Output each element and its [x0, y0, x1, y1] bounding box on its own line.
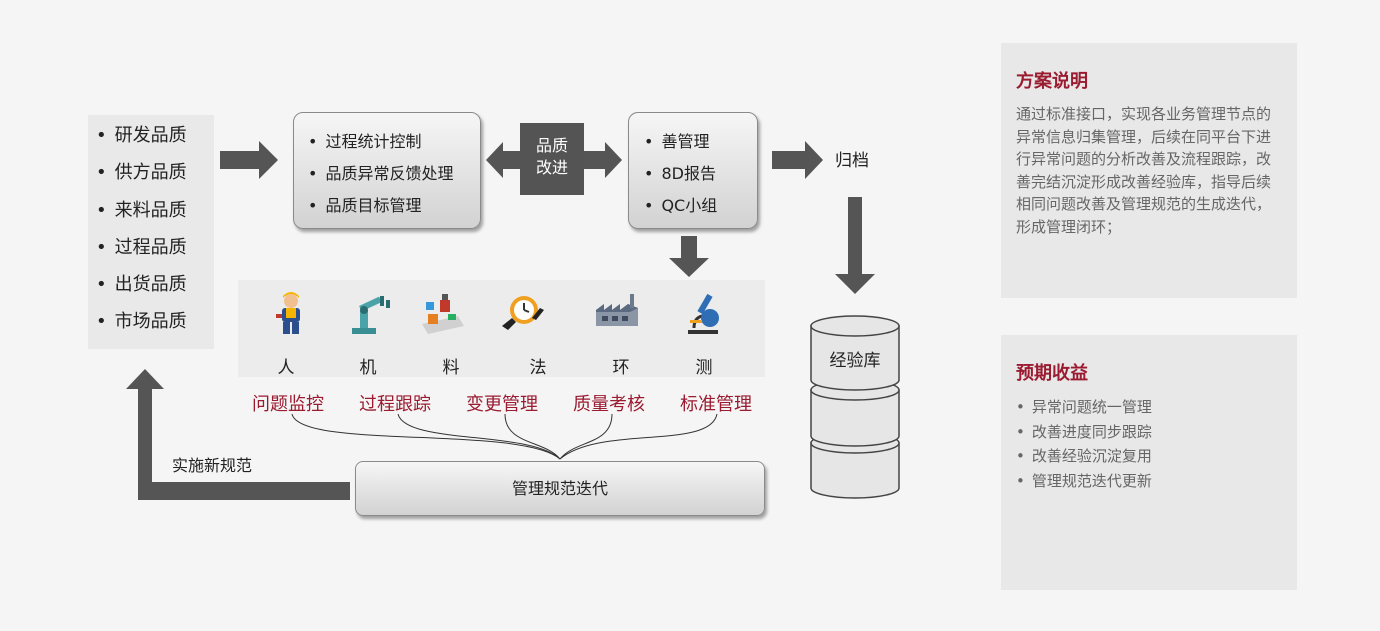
gear-clock-icon — [500, 290, 546, 336]
improve-item: 8D报告 — [644, 158, 757, 190]
quality-sources-list: 研发品质 供方品质 来料品质 过程品质 出货品质 市场品质 — [88, 115, 214, 349]
process-item: 过程统计控制 — [308, 126, 480, 158]
factory-icon — [594, 290, 640, 336]
archive-label: 归档 — [835, 151, 869, 171]
improve-item: 善管理 — [644, 126, 757, 158]
benefit-item: 管理规范迭代更新 — [1016, 469, 1283, 494]
arrow-down-improve — [669, 236, 709, 277]
factor-label: 人 — [277, 358, 295, 378]
source-item: 市场品质 — [96, 303, 214, 340]
process-item: 品质异常反馈处理 — [308, 158, 480, 190]
source-item: 研发品质 — [96, 117, 214, 154]
iterate-box: 管理规范迭代 — [355, 461, 765, 516]
robot-arm-icon — [346, 290, 392, 336]
task-label: 问题监控 — [252, 394, 324, 415]
benefit-item: 异常问题统一管理 — [1016, 395, 1283, 420]
new-spec-label: 实施新规范 — [172, 456, 253, 475]
process-item: 品质目标管理 — [308, 190, 480, 222]
factor-label: 环 — [612, 358, 630, 378]
quality-improve-line1: 品质 — [535, 136, 568, 155]
benefit-item: 改善经验沉淀复用 — [1016, 444, 1283, 469]
improve-item: QC小组 — [644, 190, 757, 222]
arrow-right-archive — [772, 141, 823, 179]
source-item: 来料品质 — [96, 192, 214, 229]
quality-improve-block: 品质 改进 — [520, 123, 584, 195]
database-label: 经验库 — [829, 351, 881, 371]
fan-lines — [291, 413, 718, 460]
source-item: 出货品质 — [96, 266, 214, 303]
arrow-right-quality — [582, 142, 622, 178]
plan-title: 方案说明 — [1016, 71, 1088, 92]
plan-panel: 方案说明 通过标准接口，实现各业务管理节点的异常信息归集管理，后续在同平台下进行… — [1001, 43, 1297, 298]
quality-improve-line2: 改进 — [535, 158, 568, 177]
materials-icon — [418, 290, 464, 336]
arrow-down-database — [835, 197, 875, 294]
microscope-icon — [680, 290, 726, 336]
improvement-box: 善管理 8D报告 QC小组 — [628, 112, 758, 229]
task-label: 过程跟踪 — [359, 394, 431, 415]
factor-label: 法 — [529, 358, 547, 378]
factor-label: 测 — [695, 358, 713, 378]
benefit-title: 预期收益 — [1016, 363, 1088, 384]
factor-label: 机 — [359, 358, 377, 378]
worker-icon — [268, 290, 314, 336]
source-item: 过程品质 — [96, 229, 214, 266]
arrow-left-quality — [486, 142, 522, 178]
task-label: 变更管理 — [466, 394, 538, 415]
arrow-feedback — [126, 369, 350, 500]
plan-text: 通过标准接口，实现各业务管理节点的异常信息归集管理，后续在同平台下进行异常问题的… — [1016, 105, 1272, 236]
source-item: 供方品质 — [96, 154, 214, 191]
task-label: 标准管理 — [680, 394, 752, 415]
benefit-item: 改善进度同步跟踪 — [1016, 420, 1283, 445]
process-control-box: 过程统计控制 品质异常反馈处理 品质目标管理 — [293, 112, 481, 229]
factors-panel — [238, 280, 765, 377]
arrow-right-sources — [220, 141, 278, 179]
database-cylinder — [810, 315, 900, 499]
task-label: 质量考核 — [573, 394, 645, 415]
factor-label: 料 — [442, 358, 460, 378]
benefit-panel: 预期收益 异常问题统一管理 改善进度同步跟踪 改善经验沉淀复用 管理规范迭代更新 — [1001, 335, 1297, 590]
